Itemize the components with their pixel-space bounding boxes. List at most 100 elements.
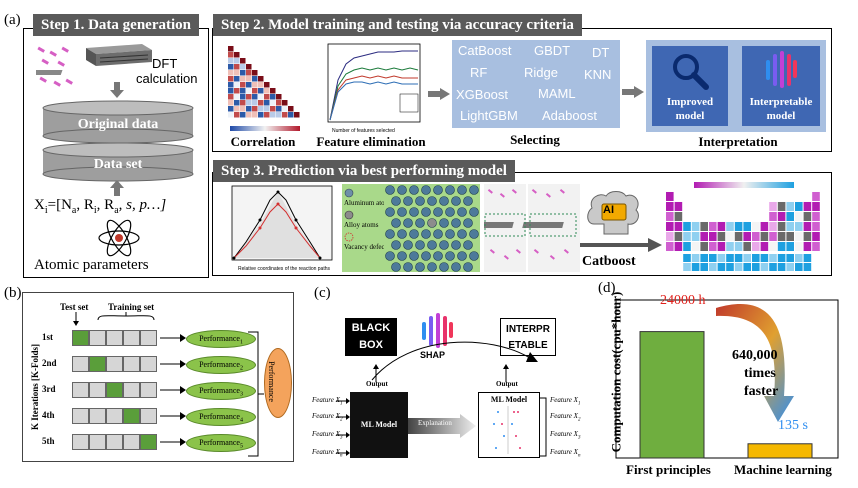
heatmap-cell bbox=[264, 106, 270, 112]
heatmap-cell bbox=[276, 100, 282, 106]
feature-label: Feature X3 bbox=[312, 430, 343, 441]
lattice-atom bbox=[397, 185, 407, 195]
panel-c-letter: (c) bbox=[314, 285, 331, 301]
server-icon bbox=[86, 44, 152, 66]
fold-row bbox=[72, 382, 157, 398]
train-fold-cell bbox=[123, 382, 140, 398]
legend-alloy: Alloy atoms bbox=[344, 221, 379, 229]
heatmap-cell bbox=[240, 64, 246, 70]
periodic-cell bbox=[769, 212, 777, 221]
periodic-cell bbox=[752, 242, 760, 251]
train-fold-cell bbox=[89, 330, 106, 346]
lattice-atom bbox=[433, 185, 443, 195]
lattice-atom bbox=[397, 207, 407, 217]
step1-title: Step 1. Data generation bbox=[33, 14, 199, 36]
fold-arrow bbox=[160, 438, 186, 446]
heatmap-cell bbox=[234, 88, 240, 94]
lattice-atom bbox=[391, 218, 401, 228]
lattice-atom bbox=[415, 262, 425, 272]
heatmap-cell bbox=[234, 82, 240, 88]
feature-elimination-caption: Feature elimination bbox=[316, 134, 426, 149]
lattice-atom bbox=[463, 218, 473, 228]
periodic-cell bbox=[760, 232, 769, 241]
performance-subscript: 1 bbox=[239, 339, 243, 346]
periodic-cell bbox=[734, 222, 743, 231]
feature-bracket-right bbox=[540, 397, 547, 457]
explanation-arrow bbox=[408, 414, 476, 438]
heatmap-cell bbox=[252, 70, 258, 76]
performance-bracket bbox=[248, 331, 264, 457]
periodic-cell bbox=[786, 242, 794, 251]
lattice-atom bbox=[409, 207, 419, 217]
bar-first-principles bbox=[639, 331, 705, 459]
lattice-atom bbox=[427, 196, 437, 206]
interpretation-caption: Interpretation bbox=[698, 134, 778, 149]
lattice-atom bbox=[457, 251, 467, 261]
train-fold-cell bbox=[106, 356, 123, 372]
lattice-atom bbox=[451, 196, 461, 206]
heatmap-cell bbox=[228, 46, 234, 52]
lattice-atom bbox=[469, 207, 479, 217]
lattice-atom bbox=[463, 240, 473, 250]
algo-rf: RF bbox=[470, 65, 488, 80]
periodic-cell bbox=[795, 232, 803, 241]
interpretable-label-2: ETABLE bbox=[508, 340, 548, 351]
train-fold-cell bbox=[89, 434, 106, 450]
aluminum-atom-icon bbox=[344, 188, 354, 198]
feat-xlabel: Number of features selected bbox=[332, 128, 395, 134]
train-fold-cell bbox=[89, 408, 106, 424]
lattice-atom bbox=[385, 207, 395, 217]
periodic-cell bbox=[769, 202, 777, 211]
energy-barrier-plot: Relative coordinates of the reaction pat… bbox=[231, 185, 333, 272]
periodic-cell bbox=[786, 212, 794, 221]
performance-label: Performance bbox=[199, 386, 240, 395]
black-box-label-1: BLACK bbox=[351, 322, 391, 334]
heatmap-cell bbox=[246, 82, 252, 88]
lattice-atom bbox=[421, 185, 431, 195]
periodic-cell bbox=[777, 263, 786, 271]
periodic-cell bbox=[674, 212, 683, 221]
train-fold-cell bbox=[140, 382, 157, 398]
category-label-first: First principles bbox=[626, 462, 711, 477]
lattice-legend-box bbox=[342, 184, 384, 272]
feature-arrow bbox=[336, 432, 350, 438]
heatmap-cell bbox=[252, 100, 258, 106]
lattice-atom bbox=[445, 185, 455, 195]
periodic-cell bbox=[726, 222, 734, 231]
performance-subscript: 4 bbox=[239, 417, 243, 424]
train-fold-cell bbox=[89, 382, 106, 398]
lattice-atom bbox=[421, 251, 431, 261]
correlation-caption: Correlation bbox=[230, 134, 296, 149]
lattice-atom bbox=[469, 185, 479, 195]
fold-arrow bbox=[160, 360, 186, 368]
fold-row bbox=[72, 408, 157, 424]
heatmap-cell bbox=[228, 100, 234, 106]
lattice-atom bbox=[463, 262, 473, 272]
heatmap-cell bbox=[234, 70, 240, 76]
periodic-cell bbox=[717, 232, 726, 241]
lattice-atom bbox=[385, 251, 395, 261]
performance-ellipse: Performance4 bbox=[186, 408, 256, 426]
train-fold-cell bbox=[106, 408, 123, 424]
panel-d-letter: (d) bbox=[598, 280, 616, 296]
heatmap-cell bbox=[234, 52, 240, 58]
periodic-cell bbox=[760, 254, 769, 262]
periodic-cell bbox=[812, 232, 820, 241]
periodic-cell bbox=[700, 254, 708, 262]
train-fold-cell bbox=[72, 434, 89, 450]
train-fold-cell bbox=[72, 356, 89, 372]
lattice-atom bbox=[439, 196, 449, 206]
periodic-cell bbox=[717, 254, 726, 262]
periodic-cell bbox=[674, 202, 683, 211]
lattice-atom bbox=[403, 218, 413, 228]
periodic-cell bbox=[812, 202, 820, 211]
heatmap-cell bbox=[240, 100, 246, 106]
lattice-atom bbox=[439, 218, 449, 228]
periodic-cell bbox=[786, 263, 794, 271]
algo-xgboost: XGBoost bbox=[456, 87, 509, 102]
improved-model-label-2: model bbox=[675, 110, 705, 122]
train-fold-cell bbox=[72, 408, 89, 424]
performance-ellipse: Performance2 bbox=[186, 356, 256, 374]
feature-formula: Xi=[Na, Ri, Ra, s, p…] bbox=[34, 197, 167, 216]
algo-ridge: Ridge bbox=[524, 65, 558, 80]
